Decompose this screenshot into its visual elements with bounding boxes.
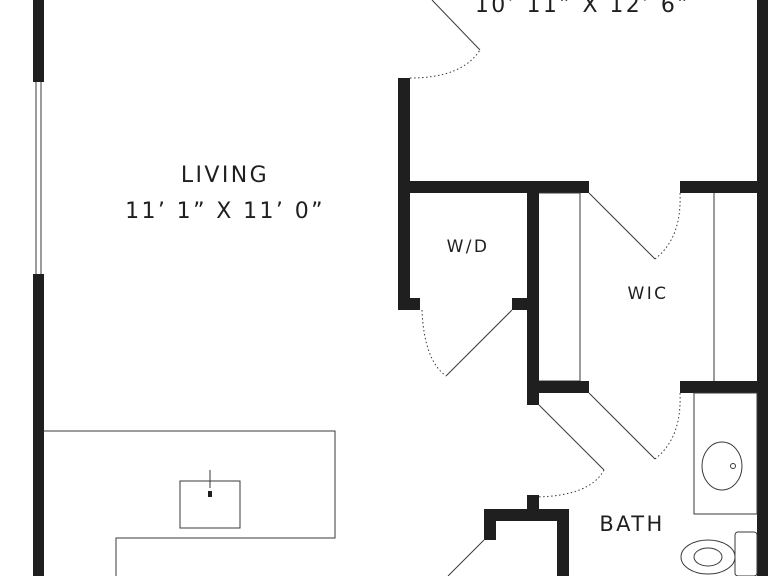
bedroom-dimensions: 10’ 11” X 12’ 6” [475,0,691,18]
laundry-south-wall-stub [398,298,420,310]
bedroom-south-wall-left [398,181,589,193]
laundry-east-wall [527,181,539,405]
bath-door-lower [447,539,485,576]
bedroom-south-wall-right [680,181,768,193]
bath-sink-icon [701,441,743,491]
laundry-door [421,309,513,377]
vanity-counter [693,392,758,515]
bath-west-wall [484,509,569,576]
toilet-icon [680,531,758,576]
bath-wall-stub [527,495,539,509]
bedroom-door [409,0,481,79]
left-exterior-wall [33,0,44,576]
living-window [35,82,42,274]
living-room-dimensions: 11’ 1” X 11’ 0” [125,199,325,224]
closet-south-wall-left [527,381,589,393]
living-room-label: LIVING [181,163,269,188]
closet-south-wall-right [680,381,768,393]
right-exterior-wall [757,0,768,576]
kitchen-sink-icon [179,470,241,529]
laundry-label: W/D [447,237,490,257]
laundry-door-jamb [512,298,527,310]
closet-label: WIC [628,284,669,304]
kitchen-island [44,430,336,576]
closet-shelves [539,192,715,382]
closet-door-top [588,192,681,260]
bathroom-label: BATH [599,512,664,536]
bath-door [535,404,605,498]
bedroom-west-wall [398,78,410,310]
closet-door-bottom [588,392,681,460]
